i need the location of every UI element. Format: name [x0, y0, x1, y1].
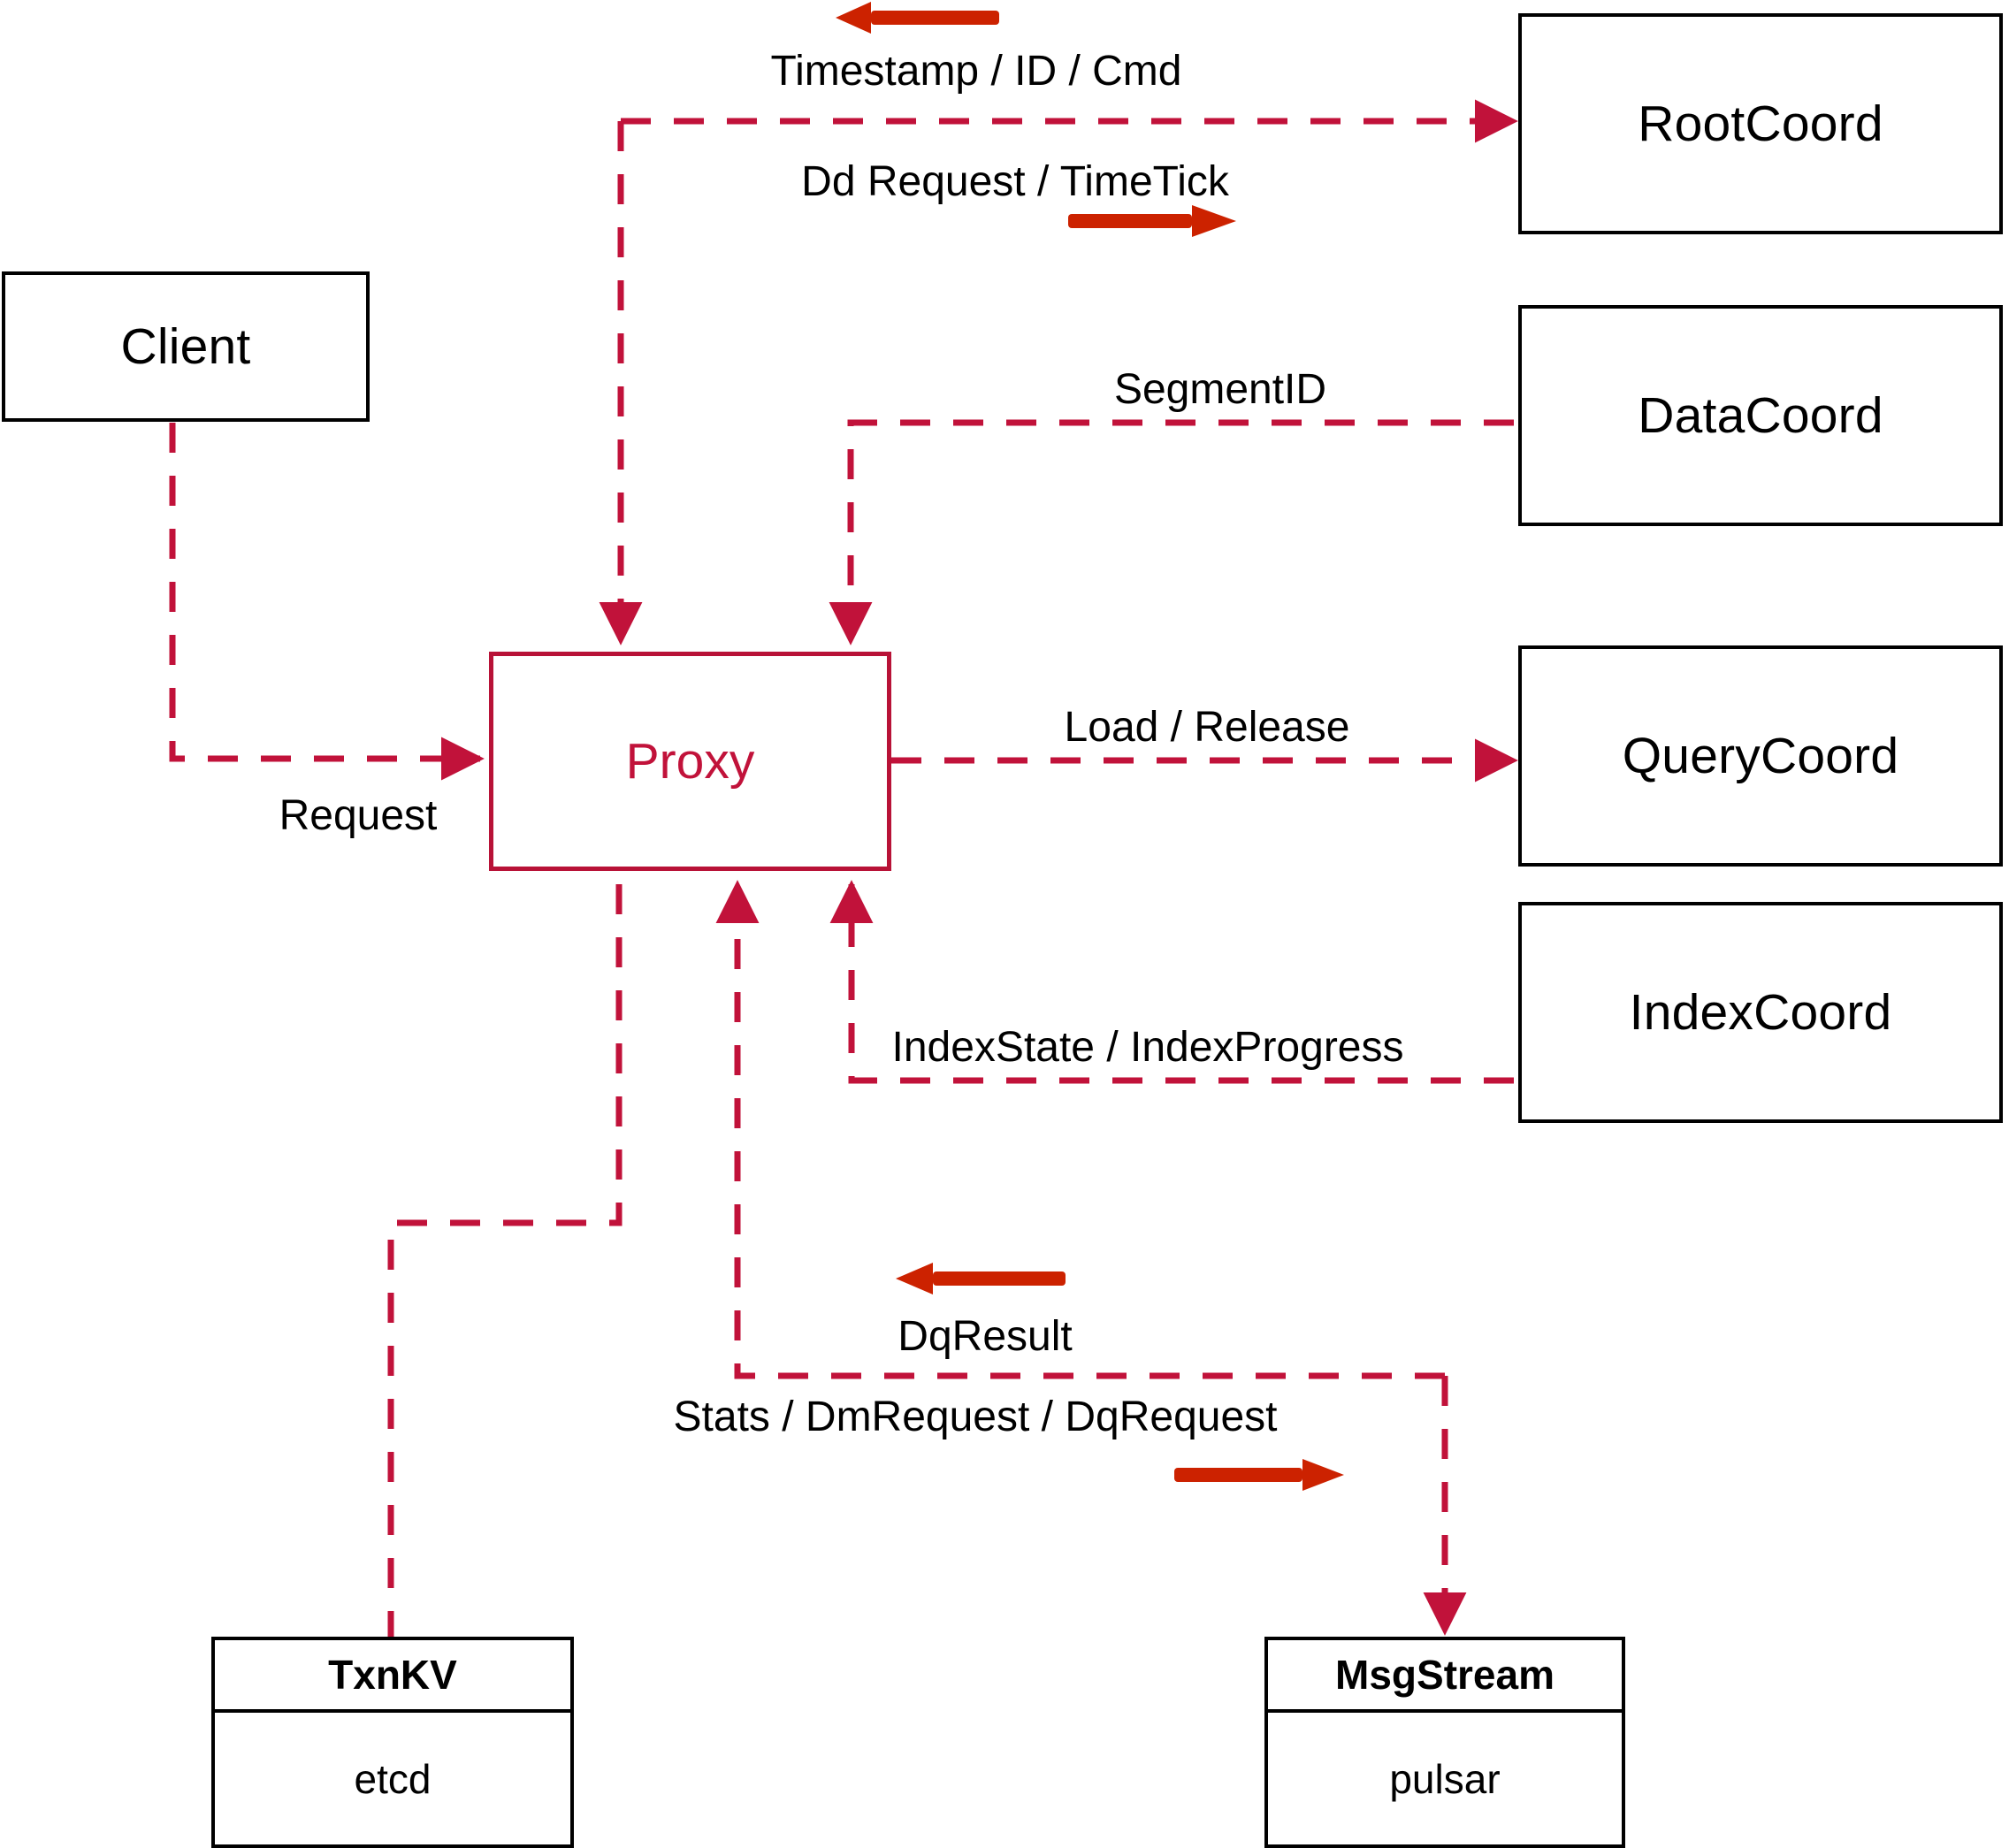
node-query-coord-label: QueryCoord: [1622, 728, 1899, 784]
node-index-coord-label: IndexCoord: [1629, 984, 1892, 1041]
node-data-coord[interactable]: DataCoord: [1518, 305, 2003, 526]
connector-index-state-progress: [829, 880, 1514, 1084]
node-index-coord[interactable]: IndexCoord: [1518, 902, 2003, 1123]
direction-arrow-dq-result: [896, 1263, 1066, 1294]
node-client-label: Client: [120, 318, 251, 375]
direction-arrow-stats-dmrequest-dqrequest: [1174, 1459, 1344, 1491]
node-query-coord[interactable]: QueryCoord: [1518, 645, 2003, 867]
node-txn-kv-body: etcd: [354, 1755, 432, 1802]
node-msg-stream-header: MsgStream: [1268, 1640, 1622, 1713]
node-root-coord[interactable]: RootCoord: [1518, 13, 2003, 234]
node-proxy[interactable]: Proxy: [489, 652, 891, 871]
edge-label-timestamp-id-cmd: Timestamp / ID / Cmd: [770, 48, 1182, 95]
connector-msgstream-proxy: [715, 880, 1445, 1379]
node-proxy-label: Proxy: [625, 733, 755, 790]
node-data-coord-label: DataCoord: [1638, 387, 1883, 444]
edge-label-dd-request-timetick: Dd Request / TimeTick: [801, 158, 1229, 205]
direction-arrow-dd-request-timetick: [1068, 205, 1236, 237]
edge-label-request: Request: [279, 792, 438, 839]
node-txn-kv-header: TxnKV: [215, 1640, 570, 1713]
direction-arrow-timestamp-id-cmd: [836, 2, 999, 34]
edge-label-stats-dmrequest-dqrequest: Stats / DmRequest / DqRequest: [673, 1394, 1278, 1440]
node-root-coord-label: RootCoord: [1638, 95, 1883, 152]
edge-label-segment-id: SegmentID: [1113, 366, 1327, 413]
direction-arrow-group: [836, 2, 1344, 1491]
node-msg-stream-body: pulsar: [1389, 1755, 1501, 1802]
node-msg-stream[interactable]: MsgStream pulsar: [1264, 1637, 1625, 1848]
edge-label-load-release: Load / Release: [1064, 704, 1350, 751]
node-client[interactable]: Client: [2, 271, 370, 422]
node-txn-kv[interactable]: TxnKV etcd: [211, 1637, 574, 1848]
connector-segment-id: [829, 419, 1514, 645]
edge-label-dq-result: DqResult: [898, 1313, 1073, 1360]
connector-request: [169, 423, 485, 781]
edge-label-index-state-progress: IndexState / IndexProgress: [891, 1024, 1404, 1071]
connector-proxy-txnkv: [387, 884, 623, 1637]
